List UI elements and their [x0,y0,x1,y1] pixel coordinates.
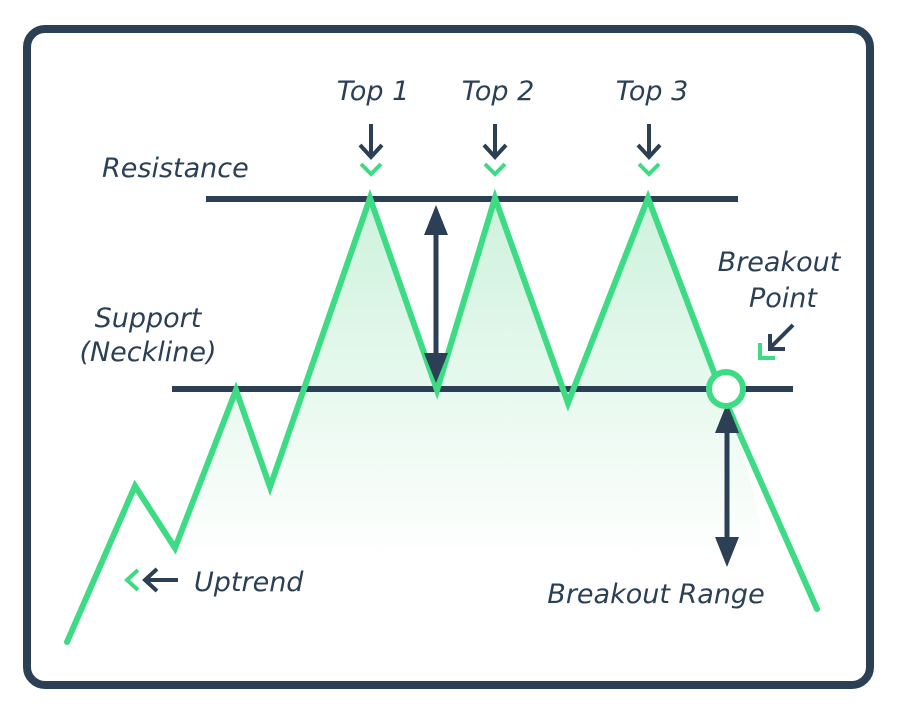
resistance-label: Resistance [102,153,249,184]
breakout-range-label: Breakout Range [547,579,764,610]
support-label: Support [95,303,203,334]
top3-label: Top 3 [616,76,689,107]
neckline-label: (Neckline) [79,337,216,368]
top1-down-arrow-icon [358,124,384,177]
shaded-area [140,198,760,560]
breakout-point-label-line1: Breakout [718,247,842,278]
breakout-point-label-line2: Point [749,283,818,314]
uptrend-left-arrow-icon [124,567,178,593]
top2-label: Top 2 [462,76,535,107]
top3-down-arrow-icon [636,124,662,177]
top1-label: Top 1 [337,76,410,107]
breakout-circle-marker-icon [706,369,746,409]
uptrend-label: Uptrend [194,567,304,598]
breakout-range-arrow [715,403,739,567]
pattern-height-arrow [424,205,448,383]
top2-down-arrow-icon [482,124,508,177]
breakout-point-diagonal-arrow-icon [758,323,795,360]
